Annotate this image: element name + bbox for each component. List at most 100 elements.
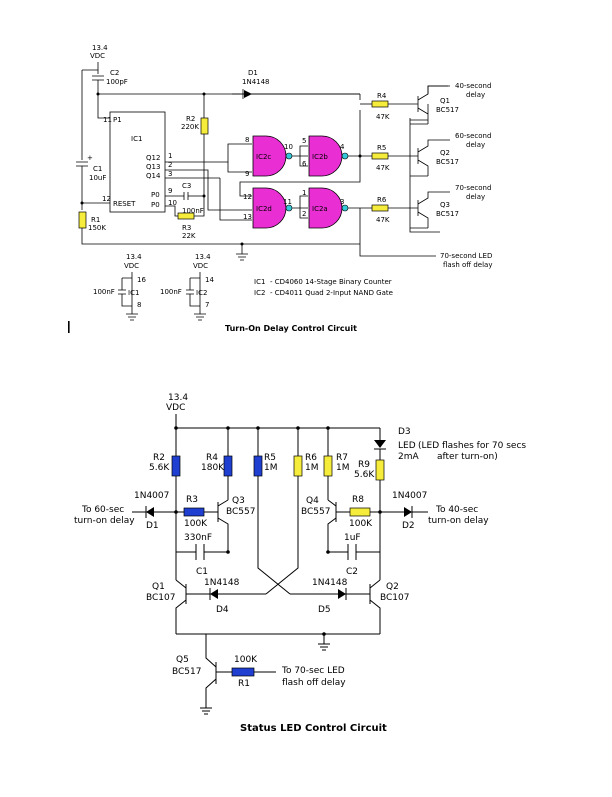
bot-q1-name: Q1 xyxy=(152,582,165,592)
ic2d-label: IC2d xyxy=(256,205,272,213)
flash-line2: flash off delay xyxy=(443,261,492,269)
ic1-p0b: P0 xyxy=(151,201,160,209)
ic2a-in-a: 1 xyxy=(302,189,306,197)
bot-q2-value: BC107 xyxy=(380,593,409,603)
c1-name: C1 xyxy=(93,165,102,173)
d1-name: D1 xyxy=(248,69,258,77)
bot-q3-value: BC557 xyxy=(226,507,255,517)
led-d3-body xyxy=(374,440,386,448)
led-note-line1: (LED flashes for 70 secs xyxy=(418,441,526,451)
in70-line2: flash off delay xyxy=(282,678,346,688)
bot-q3-name: Q3 xyxy=(232,496,245,506)
r3-resistor xyxy=(177,212,195,220)
delay40-line2: delay xyxy=(466,91,485,99)
r2-name: R2 xyxy=(186,115,195,123)
ic1-pin10: 10 xyxy=(168,199,177,207)
bot-q4-value: BC557 xyxy=(301,507,330,517)
ic2c-label: IC2c xyxy=(256,153,271,161)
bot-r9-resistor xyxy=(375,459,385,481)
delay70-line1: 70-second xyxy=(455,184,491,192)
bot-r6-value: 1M xyxy=(305,463,319,473)
bot-c1-value: 330nF xyxy=(184,533,212,543)
ic1-pwr-label: IC1 xyxy=(128,289,139,297)
bot-q2-name: Q2 xyxy=(386,582,399,592)
r2-value: 220K xyxy=(181,123,199,131)
r3-name: R3 xyxy=(182,224,191,232)
ic1-pin3: 3 xyxy=(168,170,172,178)
bot-q5-name: Q5 xyxy=(176,655,189,665)
bot-r4-name: R4 xyxy=(206,453,218,463)
q2-npn-transistor: Q2 BC107 xyxy=(369,579,409,634)
q4-pnp-transistor: Q4 BC557 xyxy=(301,496,337,552)
r4-name: R4 xyxy=(377,92,387,100)
ic1-p0a: P0 xyxy=(151,191,160,199)
flash-line1: 70-second LED xyxy=(440,252,492,260)
led-note-line2: after turn-on) xyxy=(437,452,498,462)
ic1-pin1: 1 xyxy=(168,152,172,160)
delay60-line1: 60-second xyxy=(455,132,491,140)
q3-value: BC517 xyxy=(436,210,459,218)
ic2b-out: 4 xyxy=(340,143,345,151)
legend-ic2-desc: - CD4011 Quad 2-Input NAND Gate xyxy=(270,289,393,297)
bot-q4-name: Q4 xyxy=(306,496,319,506)
c3-value: 100nF xyxy=(182,207,204,215)
ic1-q12: Q12 xyxy=(146,154,160,162)
r4-resistor xyxy=(371,100,389,108)
top-circuit-title: Turn-On Delay Control Circuit xyxy=(225,324,357,333)
r2-resistor xyxy=(200,117,209,135)
bot-r1-name: R1 xyxy=(238,679,250,689)
bot-r4-value: 180K xyxy=(201,463,225,473)
r6-value: 47K xyxy=(376,216,390,224)
ic2-pwr-volts: 13.4 xyxy=(195,253,211,261)
ic1-p1: P1 xyxy=(113,116,122,124)
ic2d-in-a: 12 xyxy=(243,193,252,201)
ic2d-in-b: 13 xyxy=(243,213,252,221)
bot-r5-name: R5 xyxy=(264,453,276,463)
q1-transistor: Q1 BC517 xyxy=(409,85,459,124)
ic2b-label: IC2b xyxy=(312,153,328,161)
ic2-pwr-unit: VDC xyxy=(193,262,208,270)
bot-d5-name: D5 xyxy=(318,605,331,615)
r6-resistor xyxy=(371,204,389,212)
q5-npn-transistor: Q5 BC517 xyxy=(172,652,217,708)
gate-ic2a: IC2a 1 2 3 xyxy=(302,187,349,229)
status-led-circuit: 13.4 VDC R2 5.6K R4 180K R5 1M R6 1M xyxy=(74,393,526,734)
c1-value: 10uF xyxy=(89,174,106,182)
ic1-pin12: 12 xyxy=(102,195,111,203)
bottom-circuit-title: Status LED Control Circuit xyxy=(240,723,387,734)
ic2-power: 13.4 VDC 14 100nF IC2 7 xyxy=(160,253,214,321)
d3-name: D3 xyxy=(398,427,411,437)
gate-ic2d: IC2d 12 13 11 xyxy=(243,187,293,229)
in60-line1: To 60-sec xyxy=(81,505,124,515)
bot-c2-value: 1uF xyxy=(344,533,361,543)
bot-r7-value: 1M xyxy=(336,463,350,473)
r5-name: R5 xyxy=(377,144,386,152)
c1-polarity: + xyxy=(87,154,93,162)
bot-r8-name: R8 xyxy=(352,495,364,505)
ic2a-label: IC2a xyxy=(312,205,328,213)
text-cursor xyxy=(68,321,70,333)
legend-ic2-ref: IC2 xyxy=(254,289,265,297)
supply-unit: VDC xyxy=(90,52,105,60)
ic2a-in-b: 2 xyxy=(302,210,306,218)
bot-r8-value: 100K xyxy=(349,519,373,529)
d1-diode xyxy=(146,507,154,517)
legend-ic1-ref: IC1 xyxy=(254,278,265,286)
bot-r8-resistor xyxy=(349,507,371,517)
d3-value: LED xyxy=(398,441,416,451)
supply-voltage: 13.4 xyxy=(92,44,108,52)
r1-name: R1 xyxy=(91,216,100,224)
c2-value: 100pF xyxy=(106,78,128,86)
r6-name: R6 xyxy=(377,196,387,204)
ic1-pwr-pin-top: 16 xyxy=(137,276,146,284)
bot-r3-resistor xyxy=(183,507,205,517)
bot-d4-name: D4 xyxy=(216,605,229,615)
bot-r9-name: R9 xyxy=(358,460,370,470)
ic1-q14: Q14 xyxy=(146,172,161,180)
legend-ic1-desc: - CD4060 14-Stage Binary Counter xyxy=(270,278,392,286)
bot-r1-resistor xyxy=(231,667,255,677)
ic1-pwr-cap: 100nF xyxy=(93,288,115,296)
ic1-pin2: 2 xyxy=(168,161,172,169)
bot-d2-value: 1N4007 xyxy=(392,491,427,501)
